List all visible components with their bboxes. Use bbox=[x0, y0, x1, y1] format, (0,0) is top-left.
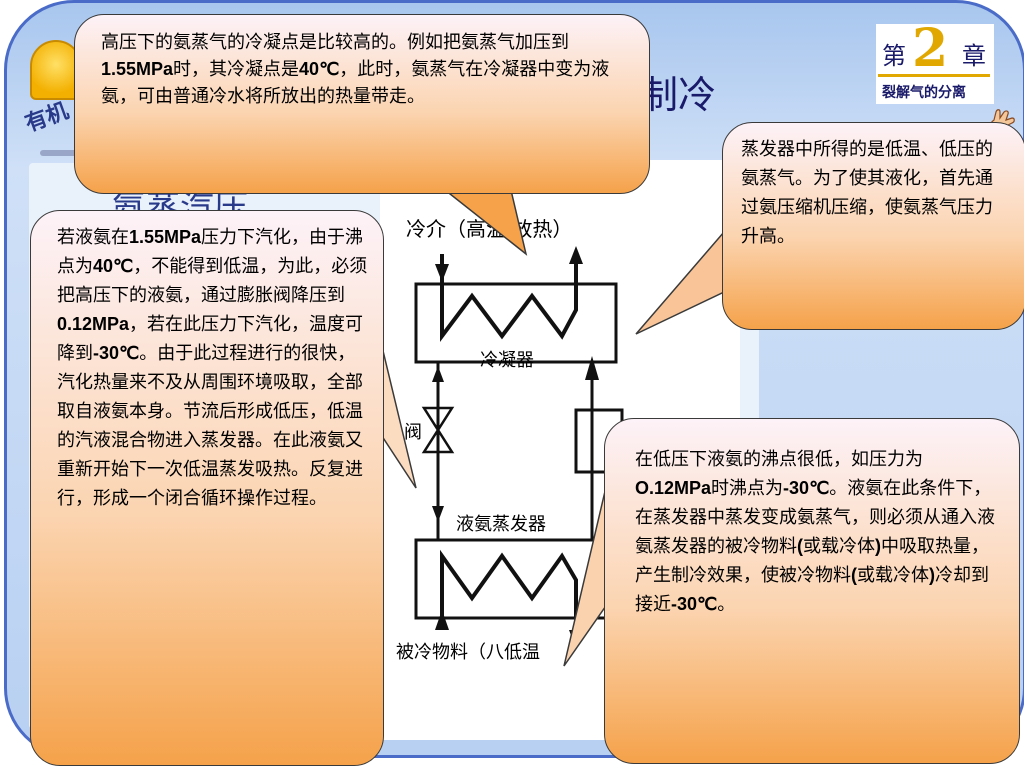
callout-value: 0.12MPa bbox=[57, 314, 130, 334]
callout-text: 时，其冷凝点是 bbox=[173, 59, 300, 80]
evaporator-coil bbox=[440, 549, 578, 640]
condenser-coil bbox=[440, 254, 578, 342]
helmet-logo-icon bbox=[30, 40, 82, 100]
callout-text: 中吸取热量，产生制冷效果，使被冷物料 bbox=[635, 536, 989, 586]
chapter-rule bbox=[878, 74, 990, 77]
chapter-prefix: 第 bbox=[882, 42, 906, 70]
callout-text: 在低压下液氨的沸点很低，如压力为 bbox=[635, 449, 923, 470]
callout-text: 或载冷体 bbox=[857, 565, 929, 586]
callout-value: O.12MPa bbox=[635, 478, 712, 498]
callout-expansion-tail bbox=[378, 330, 417, 489]
callout-compression-tail bbox=[635, 232, 725, 335]
callout-text: 。液氨在此条件下，在蒸发器中蒸发变成氨蒸气，则必须从通入液氨蒸发器的被冷物料 bbox=[635, 478, 995, 557]
condenser-label: 冷凝器 bbox=[480, 350, 534, 371]
callout-text: ，若在此压力下汽化，温度可降到 bbox=[57, 314, 364, 364]
callout-evaporation: 在低压下液氨的沸点很低，如压力为O.12MPa时沸点为-30℃。液氨在此条件下，… bbox=[604, 418, 1020, 764]
diagram-bottom-label: 被冷物料（八低温 bbox=[396, 642, 540, 663]
condenser-inlet-arrow bbox=[435, 264, 449, 282]
callout-value: -30℃ bbox=[783, 478, 830, 498]
valve-label: 阀 bbox=[404, 422, 422, 443]
chapter-subtitle: 裂解气的分离 bbox=[882, 85, 966, 101]
callout-value: 40℃ bbox=[299, 59, 340, 79]
condenser-box bbox=[414, 282, 618, 364]
evaporator-inlet-arrow bbox=[435, 610, 449, 630]
callout-text: 。由于此过程进行的很快，汽化热量来不及从周围环境吸取，全部取自液氨本身。节流后形… bbox=[57, 343, 363, 509]
expansion-valve-lower bbox=[421, 427, 455, 454]
callout-text: 时沸点为 bbox=[711, 478, 784, 499]
liquid-line-arrow-top bbox=[432, 366, 444, 382]
callout-text: 高压下的氨蒸气的冷凝点是比较高的。例如把氨蒸气加压到 bbox=[101, 32, 569, 53]
slide-title-tail: 制冷 bbox=[640, 73, 717, 117]
chapter-suffix: 章 bbox=[962, 42, 986, 70]
expansion-valve-upper bbox=[421, 406, 455, 433]
callout-expansion: 若液氨在1.55MPa压力下汽化，由于沸点为40℃，不能得到低温，为此，必须把高… bbox=[30, 210, 384, 766]
callout-text: ，不能得到低温，为此，必须把高压下的液氨，通过膨胀阀降压到 bbox=[57, 256, 368, 306]
callout-value: ) bbox=[875, 536, 881, 556]
callout-value: 40℃ bbox=[93, 256, 134, 276]
callout-value: ( bbox=[851, 565, 857, 585]
callout-value: ) bbox=[929, 565, 935, 585]
callout-text: 或载冷体 bbox=[803, 536, 875, 557]
chapter-number: 2 bbox=[912, 18, 949, 79]
callout-condensation: 高压下的氨蒸气的冷凝点是比较高的。例如把氨蒸气加压到 1.55MPa时，其冷凝点是… bbox=[74, 14, 650, 194]
callout-text: 压力下汽化，由于沸点为 bbox=[57, 227, 364, 277]
callout-value: -30℃ bbox=[93, 343, 140, 363]
callout-text: 冷却到接近 bbox=[635, 565, 989, 615]
callout-condensation-tail bbox=[440, 186, 528, 256]
liquid-line-arrow-bottom bbox=[432, 506, 444, 522]
callout-compression: 蒸发器中所得的是低温、低压的氨蒸气。为了使其液化，首先通过氨压缩机压缩，使氨蒸气… bbox=[722, 122, 1024, 330]
evaporator-label: 液氨蒸发器 bbox=[456, 514, 546, 535]
condenser-outlet-arrow bbox=[569, 246, 583, 264]
vapor-line-arrow bbox=[585, 356, 599, 380]
callout-value: ( bbox=[797, 536, 803, 556]
callout-value: -30℃ bbox=[671, 594, 718, 614]
callout-text: 。 bbox=[717, 594, 736, 615]
chapter-badge: 第 2 章 裂解气的分离 bbox=[876, 18, 994, 104]
callout-text: 蒸发器中所得的是低温、低压的氨蒸气。为了使其液化，首先通过氨压缩机压缩，使氨蒸气… bbox=[741, 139, 993, 247]
callout-text: 若液氨在 bbox=[57, 227, 129, 248]
callout-value: 1.55MPa bbox=[101, 59, 174, 79]
callout-value: 1.55MPa bbox=[129, 227, 202, 247]
callout-text: ，此时，氨蒸气在冷凝器中变为液氨，可由普通冷水将所放出的热量带走。 bbox=[101, 59, 610, 107]
